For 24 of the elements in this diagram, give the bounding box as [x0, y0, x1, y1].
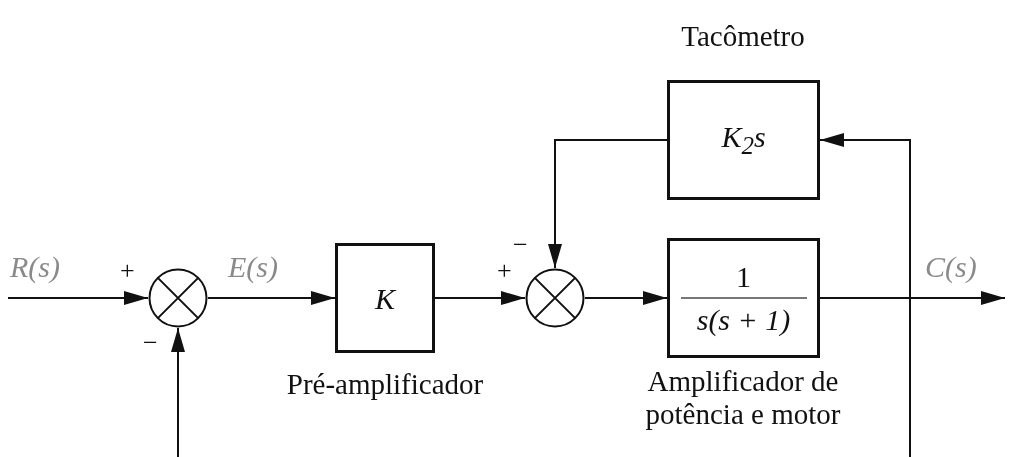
sign-label: − [143, 330, 158, 356]
arrow [434, 291, 526, 305]
summing-junction [148, 268, 208, 328]
arrow [207, 291, 336, 305]
block-box [667, 238, 820, 358]
block-caption: Amplificador de potência e motor [644, 365, 842, 432]
arrow [819, 133, 911, 299]
block-caption: Pré-amplificador [285, 368, 485, 402]
arrow [171, 327, 185, 457]
connector-line [819, 297, 911, 457]
formula-text: K$_{2}$s [721, 120, 766, 160]
formula-text: K [375, 281, 395, 315]
sign-label: + [120, 258, 135, 284]
block-caption: Tacômetro [680, 20, 806, 54]
sign-label: − [513, 232, 528, 258]
arrow [548, 139, 668, 269]
block-box [667, 80, 820, 200]
formula-text: 1 [680, 260, 807, 299]
block-box [335, 243, 435, 353]
arrow [7, 291, 149, 305]
formula-text: s(s + 1) [696, 303, 791, 336]
sign-label: + [497, 258, 512, 284]
summing-junction [525, 268, 585, 328]
arrow [584, 291, 668, 305]
